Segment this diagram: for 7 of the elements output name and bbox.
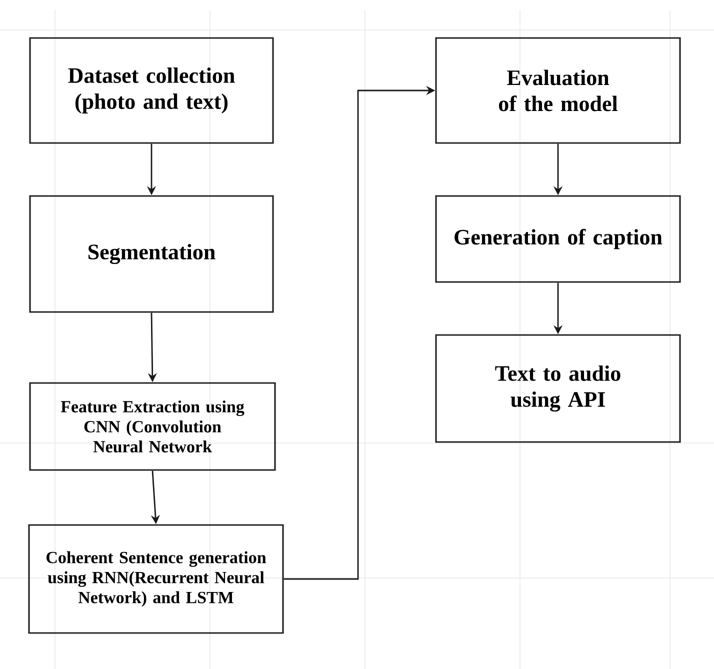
process-box: Text to audio using API <box>435 334 681 443</box>
process-box: Evaluation of the model <box>435 37 681 144</box>
process-box: Feature Extraction using CNN (Convolution Neural Network <box>29 382 276 471</box>
process-box: Coherent Sentence generation using RNN(Recurrent Neural Network) and LSTM <box>28 524 284 634</box>
process-box: Generation of caption <box>435 195 681 283</box>
process-box: Segmentation <box>29 195 274 313</box>
process-box: Dataset collection (photo and text) <box>29 37 274 144</box>
